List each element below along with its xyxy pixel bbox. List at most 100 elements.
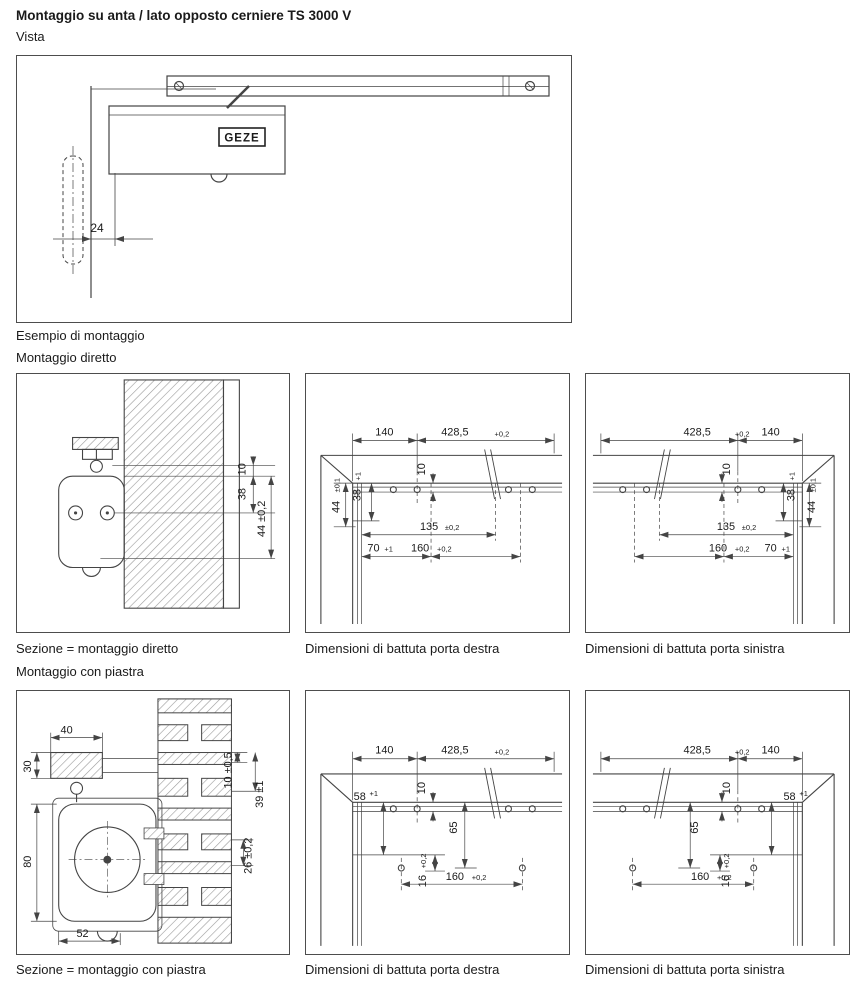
dim-160-tol: +0,2 [735,545,750,554]
battuta-destra-piastra-diagram: 140 428,5 +0,2 10 58 +1 65 160 +0,2 16 +… [320,745,563,946]
dim-10-label: 10 [416,463,428,475]
dim-38-tol: +1 [354,472,363,480]
dim-160-label: 160 [446,871,464,883]
frame-corner-drawing-mirrored [592,751,835,946]
dim-4285-label: 428,5 [684,427,711,439]
dim-160-tol: +0,2 [472,873,487,882]
dim-70-tol: +1 [782,545,790,554]
dim-135-tol: ±0,2 [742,523,756,532]
dim-10-label: 10 [721,782,733,794]
dim-4285-label: 428,5 [441,745,468,757]
dim-16-tol: +0,2 [419,853,428,868]
frame-corner-drawing [320,767,563,946]
dim-70-label: 70 [367,543,379,555]
dim-4285-tol: +0,2 [495,430,510,439]
dim-140-label: 140 [375,745,393,757]
page-title: Montaggio su anta / lato opposto cernier… [16,8,352,23]
dim-4285-tol: +0,2 [495,748,510,757]
dim-38-tol: +1 [787,472,796,480]
dim-38-label: 38 [236,488,248,500]
caption-destra-piastra: Dimensioni di battuta porta destra [305,962,500,977]
dim-58-label: 58 [783,791,795,803]
dim-160-tol: +0,2 [717,873,732,882]
dim-40-label: 40 [61,725,73,737]
dim-44-label: 44 ±0,2 [256,501,268,537]
dim-30-label: 30 [22,760,34,772]
dim-135-label: 135 [420,521,438,533]
sezione-piastra-box: 40 30 10 ±0,5 39 ±1 80 26 ±0,2 52 [16,690,290,955]
dim-24-lines [53,173,153,246]
dim-58-tol: +1 [799,789,807,798]
dimension-labels: 428,5 +0,2 140 10 38 +1 44 ±0,1 135 ±0,2… [684,427,819,555]
dim-70-label: 70 [765,543,777,555]
dimension-labels: 140 428,5 +0,2 10 38 +1 44 ±0,1 135 ±0,2… [331,427,510,555]
dim-65-label: 65 [448,821,460,833]
caption-sezione-piastra: Sezione = montaggio con piastra [16,962,206,977]
section-heading-montaggio-con-piastra: Montaggio con piastra [16,664,144,679]
dim-140-label: 140 [375,427,393,439]
section-heading-montaggio-diretto: Montaggio diretto [16,350,117,365]
dim-58-label: 58 [354,791,366,803]
dim-16-label: 16 [417,875,429,887]
frame-corner-drawing-mirrored [592,433,835,625]
vista-label: Vista [16,29,45,44]
dim-4285-tol: +0,2 [735,748,750,757]
dim-160-label: 160 [691,871,709,883]
dimension-labels: 40 30 10 ±0,5 39 ±1 80 26 ±0,2 52 [22,725,266,940]
vista-drawing [62,75,550,298]
dim-10-label: 10 ±0,5 [222,752,234,788]
dim-39-label: 39 ±1 [254,781,266,808]
dim-44-label: 44 [806,501,818,513]
dim-80-label: 80 [22,856,34,868]
sezione-diretto-diagram: 10 38 44 ±0,2 [58,379,276,609]
dimension-lines [333,433,555,563]
dim-44-tol: ±0,1 [333,478,342,492]
geze-logo: GEZE [218,127,266,147]
vista-diagram: GEZE 24 [53,75,550,298]
frame-profile-section [157,698,232,944]
dim-44-label: 44 [331,501,343,513]
dim-140-label: 140 [761,745,779,757]
battuta-destra-piastra-box: 140 428,5 +0,2 10 58 +1 65 160 +0,2 16 +… [305,690,570,955]
dim-135-label: 135 [717,521,735,533]
geze-logo-text: GEZE [224,133,259,145]
dim-160-label: 160 [709,543,727,555]
dim-24-label: 24 [90,221,104,235]
dim-65-label: 65 [689,821,701,833]
dim-135-tol: ±0,2 [445,523,459,532]
dim-70-tol: +1 [384,545,392,554]
dim-26-label: 26 ±0,2 [242,838,254,874]
dimension-labels: 140 428,5 +0,2 10 58 +1 65 160 +0,2 16 +… [354,745,510,888]
dim-16-label: 16 [720,875,732,887]
door-closer-with-plate [50,751,165,942]
dim-10-label: 10 [236,463,248,475]
sezione-piastra-diagram: 40 30 10 ±0,5 39 ±1 80 26 ±0,2 52 [22,698,266,946]
dimension-lines [100,456,276,559]
dim-38-label: 38 [352,489,364,501]
dim-38-label: 38 [785,489,797,501]
dim-160-tol: +0,2 [437,545,452,554]
dim-140-label: 140 [761,427,779,439]
battuta-sinistra-diretto-diagram: 428,5 +0,2 140 10 38 +1 44 ±0,1 135 ±0,2… [592,427,835,625]
battuta-sinistra-diretto-box: 428,5 +0,2 140 10 38 +1 44 ±0,1 135 ±0,2… [585,373,850,633]
dim-160-label: 160 [411,543,429,555]
dim-4285-label: 428,5 [441,427,468,439]
door-closer-section [58,436,125,577]
dim-4285-label: 428,5 [683,745,710,757]
dim-58-tol: +1 [370,789,378,798]
dim-4285-tol: +0,2 [735,430,750,439]
dim-16-tol: +0,2 [722,853,731,868]
sezione-diretto-box: 10 38 44 ±0,2 [16,373,290,633]
battuta-destra-diretto-diagram: 140 428,5 +0,2 10 38 +1 44 ±0,1 135 ±0,2… [320,427,563,625]
frame-section [123,379,240,609]
caption-sinistra-diretto: Dimensioni di battuta porta sinistra [585,641,785,656]
caption-destra-diretto: Dimensioni di battuta porta destra [305,641,500,656]
vista-box: GEZE 24 [16,55,572,323]
dim-44-tol: ±0,1 [808,478,817,492]
dim-10-label: 10 [721,463,733,475]
caption-sinistra-piastra: Dimensioni di battuta porta sinistra [585,962,785,977]
caption-sezione-diretto: Sezione = montaggio diretto [16,641,179,656]
battuta-sinistra-piastra-diagram: 428,5 +0,2 140 10 58 +1 65 160 +0,2 16 +… [592,745,835,946]
vista-caption: Esempio di montaggio [16,328,145,343]
dimension-labels: 428,5 +0,2 140 10 58 +1 65 160 +0,2 16 +… [683,745,807,888]
